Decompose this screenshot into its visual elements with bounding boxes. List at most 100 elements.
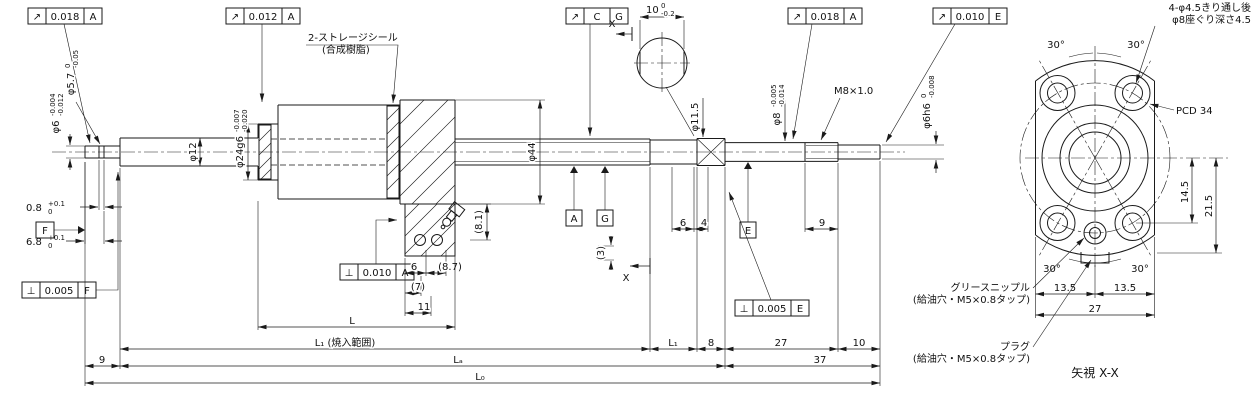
dia-44-label: φ44 [527, 142, 538, 161]
screw-circle [1068, 131, 1122, 185]
datum-A: A [565, 166, 583, 227]
dim-13-5-right: 13.5 [1114, 283, 1136, 294]
groove-position-tol-lower: 0 [48, 242, 52, 250]
angle-30-top-right: 30° [1127, 40, 1145, 51]
flats-width-tol-upper: 0 [661, 2, 665, 10]
shaft-outline [84, 99, 881, 205]
dim-37: 37 [814, 355, 827, 366]
datum-F: F [35, 221, 85, 239]
dia-11-5: φ11.5 [689, 98, 706, 137]
datum-G: G [596, 166, 614, 227]
frame4-value: 0.018 [811, 12, 840, 23]
frame5-value: 0.010 [956, 12, 985, 23]
dia-5-7-label: φ5.7 [66, 73, 77, 96]
dim-14-5: 14.5 [1180, 181, 1191, 203]
frame3-symbol: ↗ [571, 12, 579, 23]
perpE-symbol: ⊥ [740, 304, 749, 315]
perpA-value: 0.010 [363, 268, 392, 279]
flats-section-detail: 10 0 -0.2 [634, 1, 695, 137]
end-view-xx: 30° 30° 30° 30° 14.5 21.5 13.5 13.5 27 P… [913, 1, 1251, 380]
datum-F-label: F [42, 226, 48, 237]
plug-callout-line2: (給油穴・M5×0.8タップ) [913, 352, 1030, 365]
flats-chords [639, 51, 685, 75]
flats-dim-ext [639, 20, 685, 49]
perpE-datum: E [797, 304, 803, 315]
nipple-height-dim: (8.1) [455, 203, 491, 241]
dim-L1-hardened: L₁ (焼入範囲) [315, 336, 376, 349]
dia-6h6-tol-upper: 0 [920, 94, 928, 98]
dia-6-left-tol-lower: -0.012 [57, 93, 65, 116]
runout-frame-1: ↗ 0.018 A [27, 7, 103, 144]
frame1-value: 0.018 [51, 12, 80, 23]
dim-27: 27 [775, 338, 788, 349]
dia-6h6-label: φ6h6 [922, 103, 933, 129]
dia-5-7-tol-lower: -0.05 [72, 50, 80, 68]
grease-callout-line1: グリースニップル [951, 281, 1031, 294]
view-xx-label: 矢視 X-X [1071, 365, 1118, 380]
perp-frame-A: ⊥ 0.010 A [339, 217, 415, 281]
dim-L: L [349, 316, 355, 327]
perpE-value: 0.005 [758, 304, 787, 315]
pcd-circle [1019, 82, 1171, 234]
dia-5-7-groove: φ5.7 0 -0.05 [63, 48, 101, 145]
dim-10: 10 [853, 338, 866, 349]
dim-4-journal: 4 [701, 218, 707, 229]
dim-8: 8 [708, 338, 714, 349]
runout-frame-5: ↗ 0.010 E [885, 7, 1008, 143]
dim-6-journal: 6 [680, 218, 686, 229]
runout-frame-3: ↗ C G [565, 7, 629, 136]
detail-projection-line [665, 86, 695, 137]
dia-6-left-tol-upper: -0.004 [49, 93, 57, 116]
datum-E-label: E [745, 226, 751, 237]
seal-callout-line2: (合成樹脂) [322, 43, 370, 56]
frame3-datum: G [615, 12, 623, 23]
thread-callout: M8×1.0 [820, 86, 873, 141]
dim-21-5: 21.5 [1204, 195, 1215, 217]
frame1-symbol: ↗ [33, 12, 41, 23]
dim-9-left: 9 [99, 355, 105, 366]
groove-position-tol-upper: +0.1 [48, 234, 65, 242]
frame2-value: 0.012 [249, 12, 278, 23]
wrench-flats-cross [696, 138, 726, 166]
groove-width-tol-lower: 0 [48, 208, 52, 216]
dia-5-7-tol-upper: 0 [64, 64, 72, 68]
frame3-value: C [594, 12, 601, 23]
seal-callout: 2-ストレージシール (合成樹脂) [306, 33, 399, 104]
frame4-datum: A [850, 12, 857, 23]
bolt-counterbore-section [431, 234, 443, 246]
dia-8-tol-upper: -0.005 [770, 84, 778, 107]
seal-callout-line1: 2-ストレージシール [308, 33, 398, 44]
bottom-dim-chain: L L₁ (焼入範囲) L₁ 8 27 10 9 Lₐ 37 L₀ [84, 161, 881, 386]
section-arrows: X X [607, 18, 651, 286]
flats-circle [636, 37, 688, 89]
bolt-hole-callout-line2: φ8座ぐり深さ4.5 [1172, 13, 1251, 26]
datum-G-label: G [601, 214, 609, 225]
frame5-datum: E [995, 12, 1001, 23]
perpF-symbol: ⊥ [27, 286, 36, 297]
frame5-symbol: ↗ [938, 12, 946, 23]
bore-circle [1059, 122, 1131, 194]
hidden-thread-lines [271, 138, 387, 166]
nut-seal-left [258, 124, 272, 180]
dia-24g6-label: φ24g6 [235, 136, 246, 168]
grease-callout-line2: (給油穴・M5×0.8タップ) [913, 293, 1030, 306]
dia-24g6-tol-upper: -0.007 [233, 109, 241, 132]
perpF-value: 0.005 [45, 286, 74, 297]
dim-27-flange: 27 [1089, 304, 1102, 315]
dim-3: (3) [595, 236, 614, 270]
dia-44: φ44 [455, 99, 545, 205]
side-view [52, 99, 905, 257]
flange-small-dims: 6 (8.7) (7) 11 [404, 250, 463, 316]
journal-small-dims: 6 4 9 [671, 163, 838, 232]
plug-callout-line1: プラグ [1000, 340, 1030, 353]
perp-frame-F: ⊥ 0.005 F [21, 172, 121, 299]
frame2-datum: A [288, 12, 295, 23]
dim-La: Lₐ [453, 355, 463, 366]
frame4-symbol: ↗ [793, 12, 801, 23]
dim-3-value: (3) [596, 246, 607, 260]
dia-24g6: φ24g6 -0.007 -0.020 [232, 108, 258, 181]
pcd-label: PCD 34 [1176, 106, 1213, 117]
groove-width-dim: 0.8 +0.1 0 [26, 160, 122, 216]
dia-8: φ8 -0.005 -0.014 [769, 82, 788, 141]
nut-pilot-circle [1041, 104, 1149, 212]
